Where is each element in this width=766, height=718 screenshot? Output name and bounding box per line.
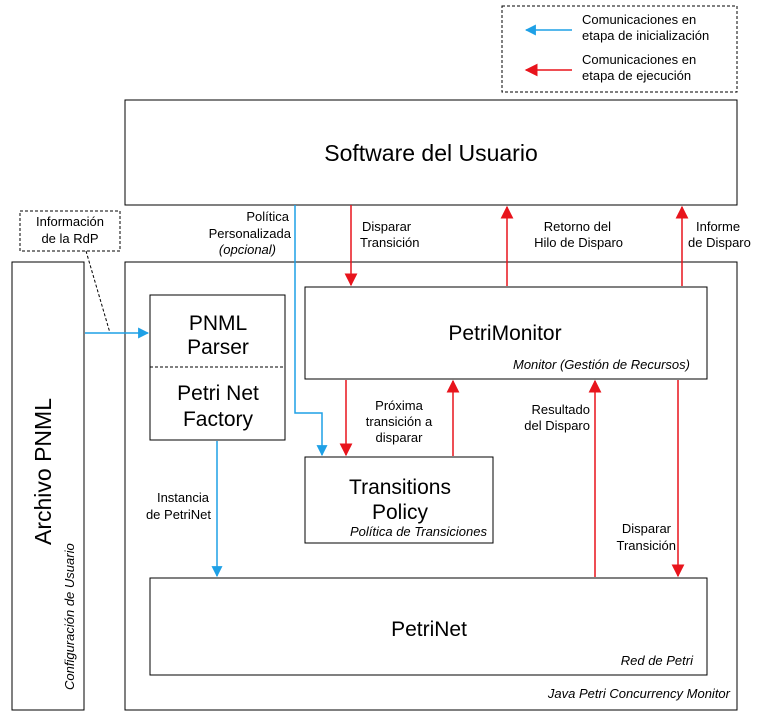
rdp-info-note bbox=[19, 210, 121, 252]
legend-init-line2: etapa de inicialización bbox=[582, 28, 709, 43]
arrow-custom-policy bbox=[294, 205, 328, 457]
petrimonitor-title: PetriMonitor bbox=[448, 322, 561, 345]
petrinet-box bbox=[149, 577, 708, 676]
label-disparar-2: Transición bbox=[360, 235, 419, 250]
rdp-note-line1: Información bbox=[36, 214, 104, 229]
petrinet-title: PetriNet bbox=[391, 618, 467, 641]
label-retorno-1: Retorno del bbox=[544, 219, 611, 234]
label-instancia-1: Instancia bbox=[157, 490, 210, 505]
label-disparar-1: Disparar bbox=[362, 219, 412, 234]
legend-exec-line1: Comunicaciones en bbox=[582, 52, 696, 67]
rdp-note-line2: de la RdP bbox=[41, 231, 98, 246]
rdp-note-connector bbox=[85, 250, 111, 334]
policy-line1: Transitions bbox=[349, 476, 451, 499]
label-politica-1: Política bbox=[246, 209, 289, 224]
legend-exec-line2: etapa de ejecución bbox=[582, 68, 691, 83]
label-resultado-1: Resultado bbox=[531, 402, 590, 417]
label-disparar-b1: Disparar bbox=[622, 521, 672, 536]
label-informe-2: de Disparo bbox=[688, 235, 751, 250]
label-disparar-b2: Transición bbox=[617, 538, 676, 553]
legend-box bbox=[501, 5, 738, 93]
label-proxima-3: disparar bbox=[376, 430, 424, 445]
label-politica-2: Personalizada bbox=[209, 226, 292, 241]
parser-line1: PNML bbox=[189, 312, 247, 335]
label-resultado-2: del Disparo bbox=[524, 418, 590, 433]
policy-subtitle: Política de Transiciones bbox=[350, 524, 488, 539]
label-proxima-2: transición a bbox=[366, 414, 433, 429]
label-informe-1: Informe bbox=[696, 219, 740, 234]
label-retorno-2: Hilo de Disparo bbox=[534, 235, 623, 250]
legend: Comunicaciones en etapa de inicializació… bbox=[501, 5, 738, 93]
archivo-pnml-box bbox=[11, 261, 85, 711]
policy-line2: Policy bbox=[372, 501, 429, 524]
archivo-pnml-subtitle: Configuración de Usuario bbox=[62, 543, 77, 690]
software-title: Software del Usuario bbox=[324, 140, 538, 166]
petrinet-subtitle: Red de Petri bbox=[621, 653, 694, 668]
legend-init-line1: Comunicaciones en bbox=[582, 12, 696, 27]
parser-line2: Parser bbox=[187, 336, 249, 359]
label-proxima-1: Próxima bbox=[375, 398, 423, 413]
software-del-usuario-box bbox=[124, 99, 738, 206]
jpcm-caption: Java Petri Concurrency Monitor bbox=[547, 686, 731, 701]
factory-line2: Factory bbox=[183, 408, 254, 431]
petrimonitor-box bbox=[304, 286, 708, 380]
archivo-pnml-title: Archivo PNML bbox=[30, 398, 56, 545]
factory-line1: Petri Net bbox=[177, 382, 259, 405]
label-instancia-2: de PetriNet bbox=[146, 507, 211, 522]
petrimonitor-subtitle: Monitor (Gestión de Recursos) bbox=[513, 357, 690, 372]
label-politica-3: (opcional) bbox=[219, 242, 276, 257]
transitions-policy-box bbox=[304, 456, 494, 544]
